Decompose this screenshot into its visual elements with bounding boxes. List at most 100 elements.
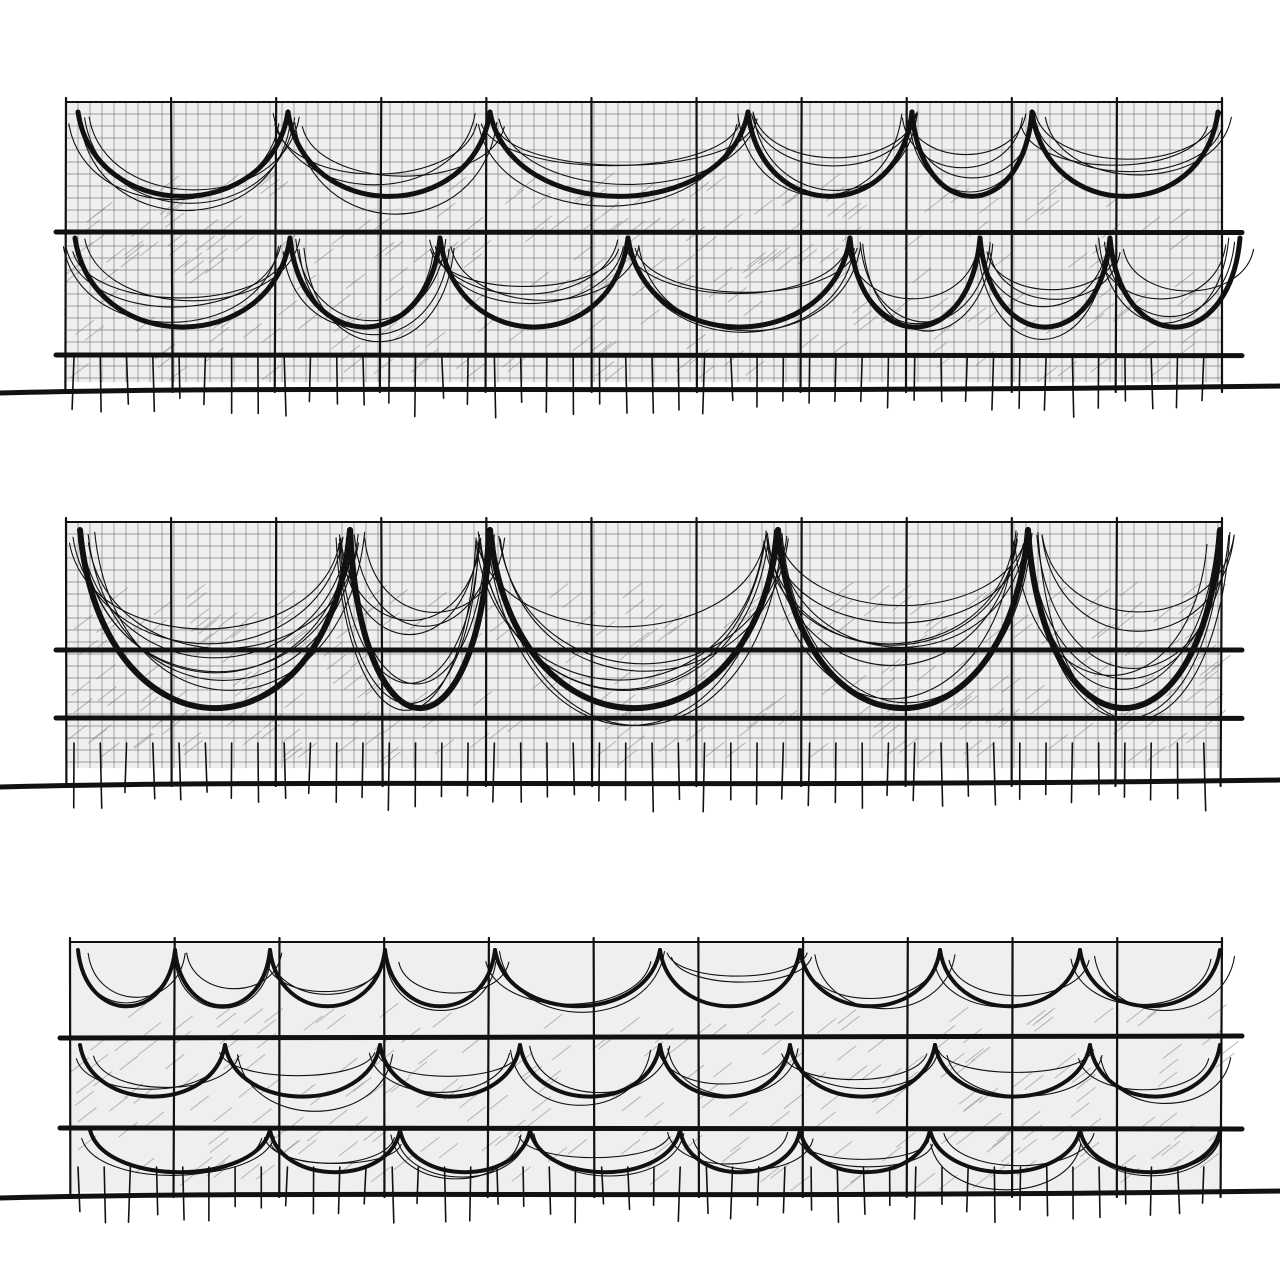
pencil-hatch-stroke: [894, 296, 914, 312]
pencil-hatch-stroke: [938, 701, 958, 717]
canopy-swag-sketch-line: [791, 1053, 938, 1089]
pencil-hatch-stroke: [410, 357, 430, 373]
pencil-hatch-stroke: [107, 691, 127, 707]
pencil-hatch-stroke: [728, 1101, 748, 1117]
pencil-hatch-stroke: [222, 215, 242, 231]
base-post: [782, 1166, 786, 1214]
pencil-hatch-stroke: [1025, 206, 1045, 222]
pencil-hatch-stroke: [1199, 660, 1219, 676]
structural-column: [905, 936, 909, 1199]
pencil-hatch-stroke: [1151, 361, 1171, 377]
pencil-hatch-stroke: [183, 252, 203, 268]
pencil-hatch-stroke: [641, 217, 661, 233]
pencil-hatch-stroke: [125, 243, 145, 259]
pencil-hatch-stroke: [495, 1130, 515, 1146]
pencil-hatch-stroke: [684, 1064, 704, 1080]
pencil-hatch-stroke: [366, 1082, 386, 1098]
pencil-hatch-stroke: [766, 694, 786, 710]
canopy-swag-sketch-line: [303, 247, 455, 343]
pencil-hatch-stroke: [173, 1015, 193, 1031]
pencil-hatch-stroke: [597, 272, 617, 288]
pencil-hatch-stroke: [1001, 1146, 1021, 1162]
base-post: [862, 1166, 866, 1215]
pencil-hatch-stroke: [783, 1093, 803, 1109]
canopy-swag-sketch-line: [737, 113, 903, 197]
pencil-hatch-stroke: [1174, 1150, 1194, 1166]
pencil-hatch-stroke: [972, 1173, 992, 1189]
pencil-hatch-stroke: [562, 592, 582, 608]
canopy-swag-sketch-line: [1041, 534, 1235, 613]
canopy-swag-sketch-line: [631, 248, 855, 333]
base-post: [466, 356, 469, 406]
pencil-hatch-stroke: [739, 721, 759, 737]
base-post: [284, 1166, 289, 1207]
pencil-hatch-stroke: [971, 1046, 991, 1062]
pencil-hatch-stroke: [644, 1102, 664, 1118]
pencil-hatch-stroke: [916, 1172, 936, 1188]
pencil-hatch-stroke: [77, 1107, 97, 1123]
base-post: [807, 742, 811, 807]
pencil-hatch-stroke: [88, 728, 108, 744]
canopy-swag-sketch-line: [477, 531, 767, 691]
base-post: [624, 356, 628, 414]
pencil-hatch-stroke: [137, 1040, 157, 1056]
pencil-hatch-stroke: [328, 1109, 348, 1125]
pencil-hatch-stroke: [928, 626, 948, 642]
canopy-swag-sketch-line: [434, 246, 624, 305]
base-post: [886, 742, 890, 797]
canopy-swag-sketch-line: [905, 113, 1027, 155]
pencil-hatch-stroke: [1204, 661, 1224, 677]
pencil-hatch-stroke: [896, 1132, 916, 1148]
pencil-hatch-stroke: [822, 173, 842, 189]
canopy-swag: [1078, 948, 1222, 1009]
pencil-hatch-stroke: [727, 287, 747, 303]
pencil-hatch-stroke: [1126, 1007, 1146, 1023]
canopy-swag-sketch-line: [781, 1053, 928, 1081]
structural-column: [172, 936, 176, 1199]
pencil-hatch-stroke: [198, 619, 218, 635]
pencil-hatch-stroke: [426, 331, 446, 347]
pencil-hatch-stroke: [958, 652, 978, 668]
pencil-hatch-stroke: [1038, 366, 1058, 382]
pencil-hatch-stroke: [1158, 1112, 1178, 1128]
canopy-swag-sketch-line: [93, 1136, 275, 1175]
pencil-hatch-stroke: [1094, 1007, 1114, 1023]
canopy-swag: [528, 1128, 682, 1175]
pencil-hatch-stroke: [760, 1167, 780, 1183]
pencil-hatch-stroke: [892, 584, 912, 600]
canopy-swag-sketch-line: [84, 238, 301, 302]
pencil-hatch-stroke: [231, 623, 251, 639]
pencil-hatch-stroke: [959, 695, 979, 711]
canopy-swag: [383, 948, 497, 1009]
canopy-swag-sketch-line: [301, 126, 505, 177]
pencil-hatch-stroke: [646, 258, 666, 274]
canopy-swag-sketch-line: [93, 1055, 240, 1088]
pencil-hatch-stroke: [89, 1054, 109, 1070]
pencil-hatch-stroke: [982, 1112, 1002, 1128]
base-post: [77, 1166, 81, 1213]
pencil-hatch-stroke: [511, 1166, 531, 1182]
pencil-hatch-stroke: [986, 1137, 1006, 1153]
pencil-hatch-stroke: [979, 198, 999, 214]
pencil-hatch-stroke: [833, 1141, 853, 1157]
pencil-hatch-stroke: [87, 232, 107, 248]
pencil-hatch-stroke: [827, 201, 847, 217]
pencil-hatch-stroke: [472, 240, 492, 256]
pencil-hatch-stroke: [1178, 599, 1198, 615]
pencil-hatch-stroke: [858, 315, 878, 331]
pencil-hatch-stroke: [127, 1002, 147, 1018]
pencil-hatch-stroke: [941, 1129, 961, 1145]
pencil-hatch-stroke: [186, 584, 206, 600]
ground-line: [0, 383, 1280, 396]
canopy-swag-sketch-line: [294, 122, 498, 215]
pencil-hatch-stroke: [208, 247, 228, 263]
pencil-hatch-stroke: [905, 1055, 925, 1071]
pencil-hatch-stroke: [1007, 291, 1027, 307]
canopy-swag-sketch-line: [498, 118, 758, 186]
base-post: [283, 742, 287, 799]
pencil-hatch-stroke: [933, 324, 953, 340]
pencil-hatch-stroke: [531, 1096, 551, 1112]
pencil-hatch-stroke: [880, 724, 900, 740]
canopy-swag-sketch-line: [76, 951, 175, 1004]
canopy-swag: [77, 527, 353, 711]
